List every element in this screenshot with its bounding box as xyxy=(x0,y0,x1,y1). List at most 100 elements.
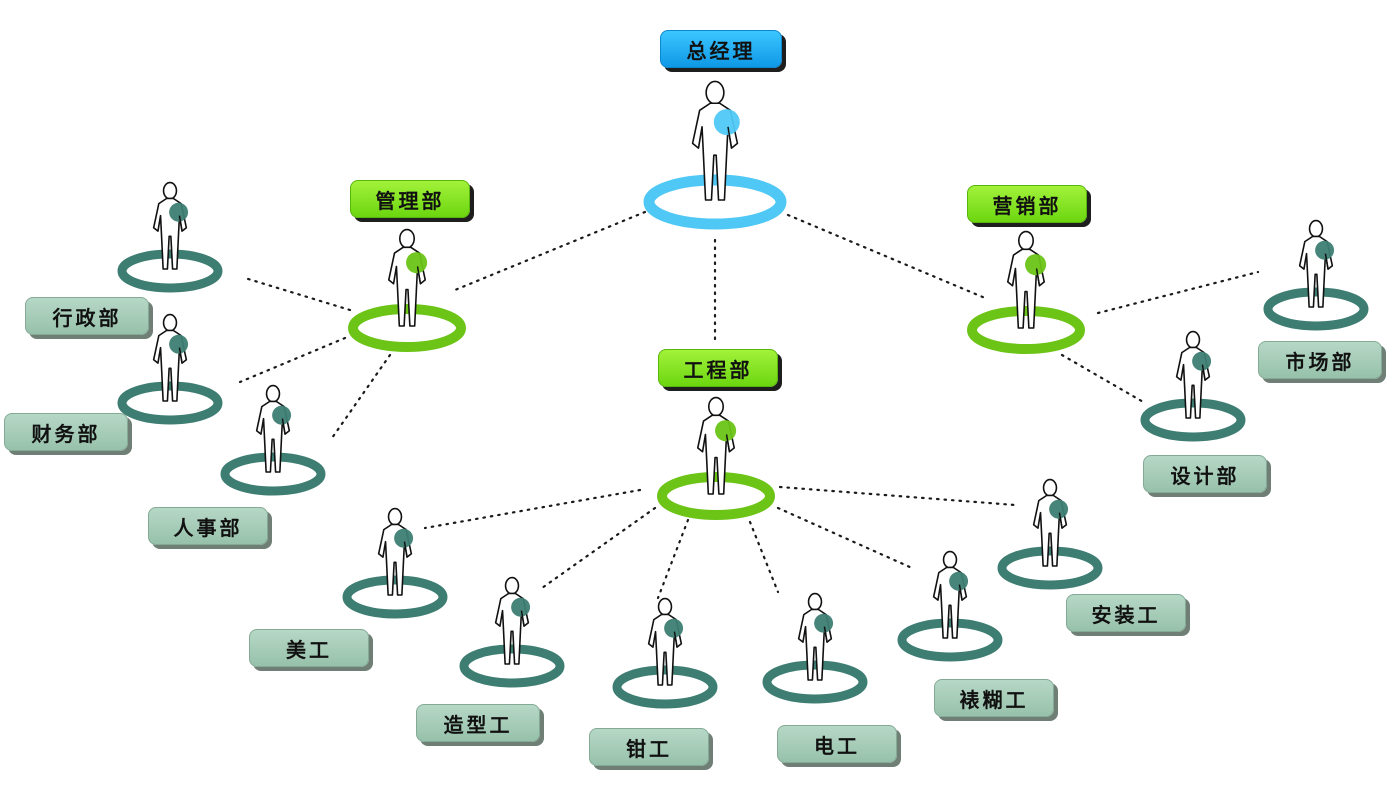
person-head xyxy=(162,313,178,332)
unit-label-art: 美工 xyxy=(249,629,369,667)
person-arm xyxy=(416,266,422,284)
person-head xyxy=(1185,330,1201,349)
person-arm xyxy=(727,126,733,149)
unit-label-text: 行政部 xyxy=(52,305,122,330)
person-arm xyxy=(281,418,286,435)
unit-figure xyxy=(220,384,326,496)
badge-dot xyxy=(1025,254,1047,276)
person-head xyxy=(1308,219,1324,238)
unit-figure xyxy=(612,597,718,709)
ring-base xyxy=(897,618,1003,662)
badge-dot xyxy=(1049,499,1069,519)
person-head xyxy=(387,507,403,526)
person-arm xyxy=(823,626,828,643)
person-arm xyxy=(178,347,183,364)
ring-base xyxy=(967,306,1085,354)
dept-figure-admin xyxy=(348,228,466,352)
badge-dot xyxy=(272,405,292,425)
badge-dot xyxy=(715,420,737,442)
connector-line xyxy=(748,520,780,594)
person-arm xyxy=(958,584,963,601)
unit-label-text: 裱糊工 xyxy=(959,687,1029,712)
person-head xyxy=(265,384,281,403)
badge-dot xyxy=(169,202,189,222)
person-arm xyxy=(673,631,678,648)
badge-dot xyxy=(664,618,684,638)
badge-dot xyxy=(406,252,428,274)
ceo-label: 总经理 xyxy=(660,30,782,68)
dept-label-marketing: 营销部 xyxy=(967,185,1087,223)
unit-label-text: 电工 xyxy=(814,733,860,758)
badge-dot xyxy=(713,109,740,136)
badge-dot xyxy=(394,528,414,548)
unit-figure xyxy=(117,313,223,425)
person-head xyxy=(807,592,823,611)
unit-figure xyxy=(897,550,1003,662)
unit-figure xyxy=(1263,219,1369,331)
unit-figure xyxy=(762,592,868,704)
connector-line xyxy=(1096,270,1260,315)
person-head xyxy=(162,181,178,200)
unit-label-modeler: 造型工 xyxy=(416,704,540,742)
person-arm xyxy=(1324,253,1329,270)
unit-figure xyxy=(117,181,223,293)
person-arm xyxy=(725,434,731,452)
person-head xyxy=(705,80,725,105)
connector-line xyxy=(776,506,914,570)
connector-line xyxy=(238,336,347,384)
connector-line xyxy=(656,518,690,600)
connector-line xyxy=(423,488,642,530)
dept-label-admin: 管理部 xyxy=(350,180,470,218)
ring-base xyxy=(342,575,448,619)
dept-label-engineering: 工程部 xyxy=(658,349,778,387)
unit-label-admin-office: 行政部 xyxy=(25,297,149,335)
ring-base xyxy=(117,249,223,293)
person-arm xyxy=(178,215,183,232)
ring-base xyxy=(459,644,565,688)
ring-base xyxy=(1140,398,1246,442)
unit-label-market: 市场部 xyxy=(1258,341,1382,379)
person-arm xyxy=(403,541,408,558)
person-head xyxy=(1017,230,1034,251)
person-arm xyxy=(1058,512,1063,529)
connector-line xyxy=(540,506,657,590)
ring-base xyxy=(1263,287,1369,331)
ring-base xyxy=(117,381,223,425)
ring-base xyxy=(612,665,718,709)
person-arm xyxy=(1035,268,1041,286)
dept-label-admin-text: 管理部 xyxy=(375,188,445,213)
unit-label-text: 美工 xyxy=(286,637,332,662)
ring-base xyxy=(997,546,1103,590)
unit-figure xyxy=(1140,330,1246,442)
connector-line xyxy=(786,213,987,300)
unit-figure xyxy=(459,576,565,688)
unit-label-finance: 财务部 xyxy=(4,413,128,451)
unit-label-fitter: 钳工 xyxy=(589,728,709,766)
connector-line xyxy=(1060,353,1147,405)
dept-label-marketing-text: 营销部 xyxy=(992,193,1062,218)
person-head xyxy=(1042,478,1058,497)
unit-label-text: 市场部 xyxy=(1285,349,1355,374)
person-head xyxy=(657,597,673,616)
person-arm xyxy=(520,610,525,627)
badge-dot xyxy=(814,613,834,633)
badge-dot xyxy=(1315,240,1335,260)
unit-label-installer: 安装工 xyxy=(1066,594,1186,632)
unit-label-electrician: 电工 xyxy=(777,725,897,763)
connector-line xyxy=(330,353,392,440)
unit-label-text: 安装工 xyxy=(1091,602,1161,627)
unit-label-text: 人事部 xyxy=(173,515,243,540)
person-head xyxy=(707,396,724,417)
person-head xyxy=(504,576,520,595)
dept-label-engineering-text: 工程部 xyxy=(683,357,753,382)
ceo-figure xyxy=(643,80,787,230)
unit-label-hr: 人事部 xyxy=(148,507,268,545)
unit-label-text: 财务部 xyxy=(31,421,101,446)
connector-line xyxy=(243,276,352,312)
badge-dot xyxy=(511,597,531,617)
badge-dot xyxy=(949,571,969,591)
unit-label-text: 设计部 xyxy=(1170,463,1240,488)
connector-line xyxy=(778,485,1017,507)
